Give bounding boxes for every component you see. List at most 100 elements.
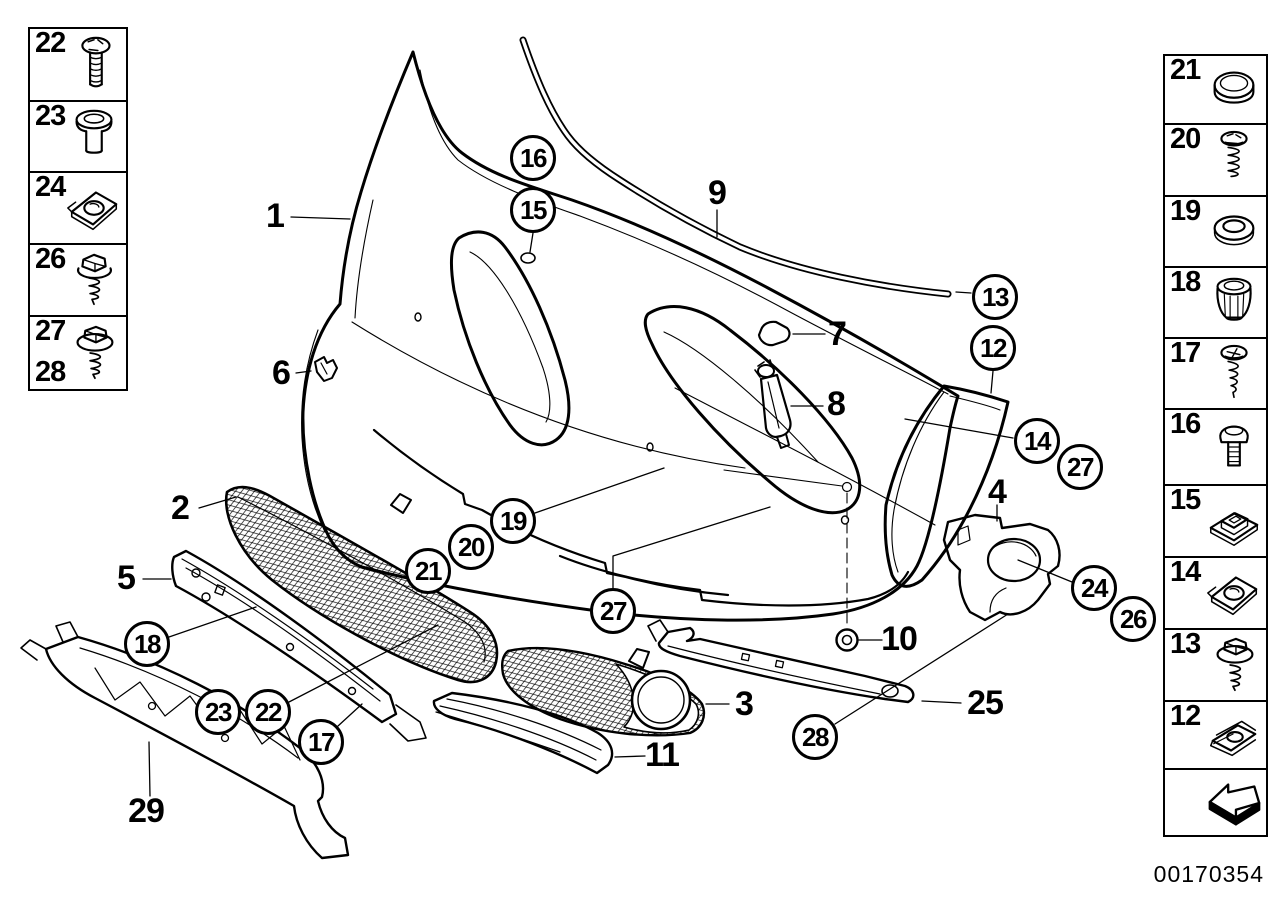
callout-label-11[interactable]: 11 [645, 736, 680, 774]
grommet-part [723, 469, 859, 652]
cell-labels: 15 [1170, 484, 1201, 554]
callout-label-9[interactable]: 9 [708, 174, 727, 212]
parts-list-item-21[interactable]: 21 [1163, 54, 1268, 125]
expanding-rivet-icon [1203, 271, 1265, 335]
cell-labels: 13 [1170, 628, 1201, 698]
view-direction-cell[interactable] [1163, 768, 1268, 837]
cell-labels: 14 [1170, 556, 1201, 626]
parts-list-item-22[interactable]: 22 [28, 27, 128, 102]
callout-circle-19[interactable]: 19 [490, 498, 536, 544]
part-ref-number: 28 [35, 356, 66, 389]
c-clip-icon [1203, 703, 1265, 767]
callout-circle-17[interactable]: 17 [298, 719, 344, 765]
part-ref-number: 15 [1170, 484, 1201, 516]
parts-list-item-15[interactable]: 15 [1163, 484, 1268, 558]
part-ref-number: 17 [1170, 337, 1201, 369]
callout-circle-14[interactable]: 14 [1014, 418, 1060, 464]
cell-labels: 22 [35, 29, 66, 98]
washer-cover-part [757, 320, 791, 347]
cell-labels: 21 [1170, 54, 1201, 121]
screw-long-icon [63, 33, 125, 97]
callout-circle-18[interactable]: 18 [124, 621, 170, 667]
callout-label-5[interactable]: 5 [117, 559, 136, 597]
center-grille-part [224, 485, 499, 684]
hex-screw-washer-icon [63, 248, 125, 312]
part-ref-number: 21 [1170, 54, 1201, 86]
leader-lines [142, 209, 1073, 797]
trim-strip-part [432, 691, 614, 775]
cap-plug-icon [1203, 58, 1265, 122]
callout-circle-13[interactable]: 13 [972, 274, 1018, 320]
callout-label-29[interactable]: 29 [128, 792, 165, 830]
callout-label-2[interactable]: 2 [171, 489, 190, 527]
callout-circle-20[interactable]: 20 [448, 524, 494, 570]
parts-list-item-14[interactable]: 14 [1163, 556, 1268, 630]
callout-label-3[interactable]: 3 [735, 685, 754, 723]
cell-labels: 17 [1170, 337, 1201, 406]
cell-labels: 19 [1170, 195, 1201, 264]
parts-list-item-16[interactable]: 16 [1163, 408, 1268, 486]
part-ref-number: 27 [35, 315, 66, 347]
part-ref-number: 18 [1170, 266, 1201, 298]
cell-labels: 16 [1170, 408, 1201, 482]
hex-flange-screw-icon [1203, 633, 1265, 697]
callout-circle-26[interactable]: 26 [1110, 596, 1156, 642]
part-ref-number: 13 [1170, 628, 1201, 660]
parts-list-item-13[interactable]: 13 [1163, 628, 1268, 702]
clip-nut-icon [63, 176, 125, 240]
cell-labels: 23 [35, 102, 66, 169]
cell-labels: 12 [1170, 700, 1201, 766]
part-ref-number: 20 [1170, 123, 1201, 155]
diagram-number: 00170354 [1153, 861, 1264, 887]
callout-circle-15[interactable]: 15 [510, 187, 556, 233]
hex-flange-screw-icon [63, 321, 125, 385]
support-bracket-part [647, 619, 915, 704]
parts-list-item-18[interactable]: 18 [1163, 266, 1268, 339]
callout-label-25[interactable]: 25 [967, 684, 1004, 722]
parts-list-item-24[interactable]: 24 [28, 171, 128, 245]
callout-circle-23[interactable]: 23 [195, 689, 241, 735]
fog-bracket-part [942, 513, 1061, 622]
parts-list-item-19[interactable]: 19 [1163, 195, 1268, 268]
corner-trim-part [883, 384, 1010, 588]
parts-list-item-17[interactable]: 17 [1163, 337, 1268, 410]
part-ref-number: 19 [1170, 195, 1201, 227]
part-ref-number: 16 [1170, 408, 1201, 440]
parts-list-item-20[interactable]: 20 [1163, 123, 1268, 197]
callout-label-7[interactable]: 7 [828, 315, 847, 353]
callout-circle-24[interactable]: 24 [1071, 565, 1117, 611]
cell-labels: 24 [35, 171, 66, 241]
callout-circle-21[interactable]: 21 [405, 548, 451, 594]
part-ref-number: 14 [1170, 556, 1201, 588]
callout-label-8[interactable]: 8 [827, 385, 846, 423]
right-parts-column: 21 20 19 18 17 16 15 14 13 12 [1163, 54, 1268, 837]
direction-arrow-icon [1203, 771, 1265, 835]
parts-list-item-26[interactable]: 26 [28, 243, 128, 317]
callout-label-6[interactable]: 6 [272, 354, 291, 392]
part-ref-number: 24 [35, 171, 66, 203]
callout-label-4[interactable]: 4 [988, 473, 1007, 511]
cage-nut-icon [1203, 489, 1265, 553]
washer-jet-part [754, 359, 792, 449]
clip-part [314, 356, 338, 382]
cell-labels: 20 [1170, 123, 1201, 193]
callout-label-1[interactable]: 1 [266, 197, 285, 235]
cell-labels: 26 [35, 243, 66, 313]
callout-circle-28[interactable]: 28 [792, 714, 838, 760]
callout-circle-27[interactable]: 27 [1057, 444, 1103, 490]
callout-circle-22[interactable]: 22 [245, 689, 291, 735]
washer-icon [1203, 200, 1265, 264]
part-ref-number: 12 [1170, 700, 1201, 732]
parts-list-item-12[interactable]: 12 [1163, 700, 1268, 770]
callout-circle-16[interactable]: 16 [510, 135, 556, 181]
parts-list-item-23[interactable]: 23 [28, 100, 128, 173]
callout-label-10[interactable]: 10 [881, 620, 918, 658]
torx-bolt-icon [1203, 415, 1265, 479]
part-ref-number: 26 [35, 243, 66, 275]
callout-circle-12[interactable]: 12 [970, 325, 1016, 371]
callout-circle-27[interactable]: 27 [590, 588, 636, 634]
